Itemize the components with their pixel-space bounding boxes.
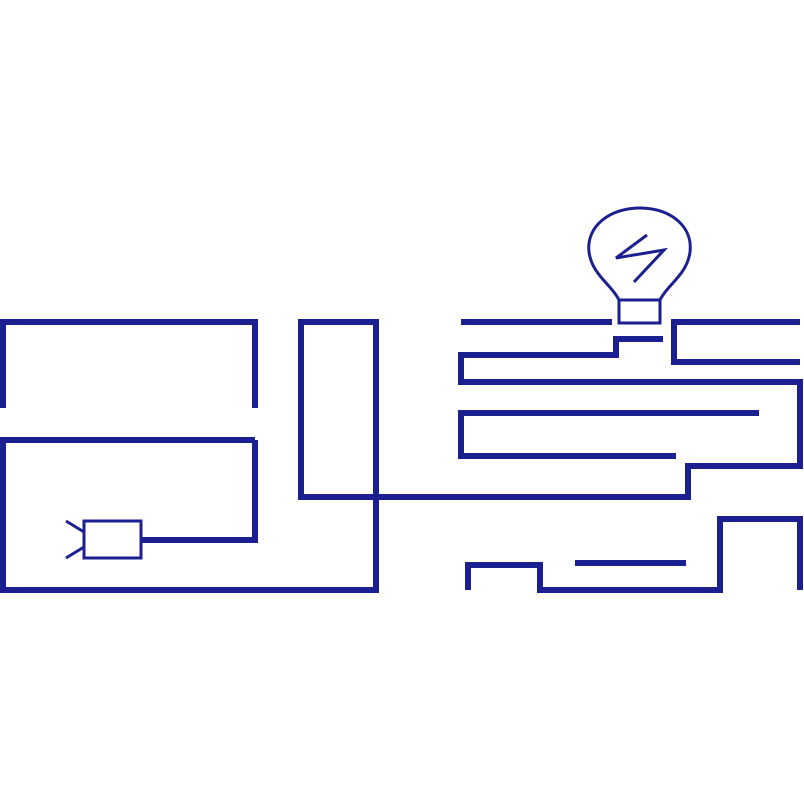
wire-bottom-step <box>465 516 803 593</box>
light-bulb-icon <box>587 206 692 325</box>
wire-outer-loop <box>141 440 258 543</box>
wire-middle-column <box>298 319 803 540</box>
lightning-bolt-icon <box>615 233 669 284</box>
wire-top-right-segment <box>671 319 800 365</box>
bulb-base <box>617 298 662 325</box>
power-plug-icon <box>65 519 143 560</box>
bulb-glass <box>587 206 692 301</box>
wire-top-left-bracket <box>0 319 258 408</box>
wire-lower-box <box>0 437 379 593</box>
wire-inner-loop <box>458 410 759 459</box>
plug-body <box>82 519 143 560</box>
plug-prong-top <box>65 519 85 534</box>
left-maze-section <box>0 319 379 593</box>
plug-prong-bottom <box>65 545 85 560</box>
right-maze-section <box>458 319 803 593</box>
middle-maze-section <box>298 319 803 540</box>
